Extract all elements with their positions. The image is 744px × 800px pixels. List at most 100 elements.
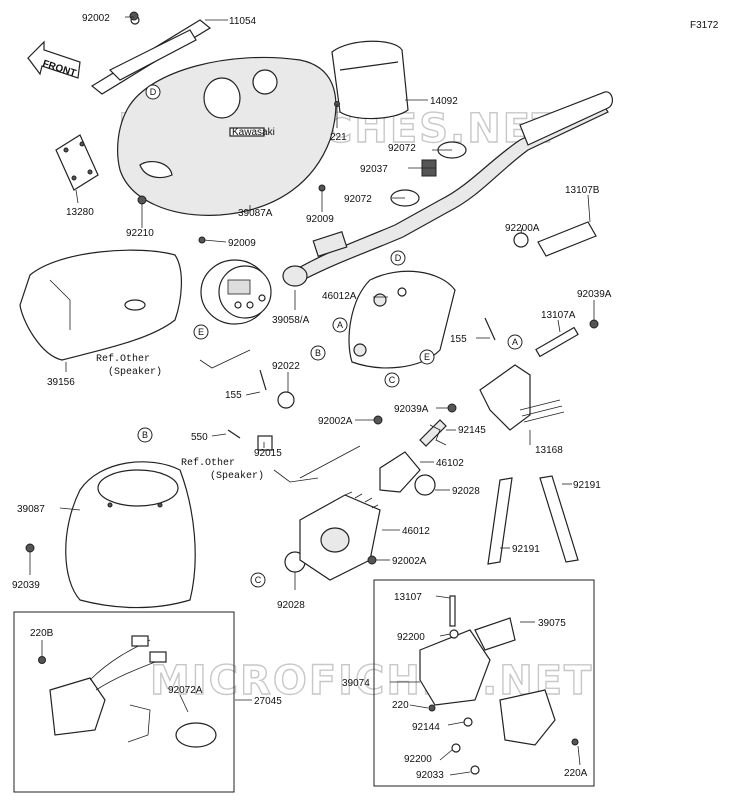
callout-B-cover: B bbox=[137, 427, 153, 443]
label-92002A-a: 92002A bbox=[318, 416, 353, 427]
callout-C-washer: C bbox=[250, 572, 266, 588]
switch-assembly-39074 bbox=[419, 595, 579, 775]
handlebar bbox=[282, 91, 614, 287]
label-13168: 13168 bbox=[535, 445, 563, 456]
label-155-b: 155 bbox=[225, 390, 242, 401]
callout-E-meter: E bbox=[193, 324, 209, 340]
svg-text:D: D bbox=[395, 253, 402, 263]
callout-E-housing: E bbox=[419, 349, 435, 365]
screw-155-b bbox=[259, 369, 267, 391]
washer-92022 bbox=[277, 391, 295, 409]
label-39058A: 39058/A bbox=[272, 315, 310, 326]
label-220B: 220B bbox=[30, 628, 54, 639]
meter-gauge bbox=[200, 259, 272, 325]
label-92191-left: 92191 bbox=[512, 544, 540, 555]
label-220: 220 bbox=[392, 700, 409, 711]
label-39074: 39074 bbox=[342, 678, 370, 689]
label-13107A: 13107A bbox=[541, 310, 576, 321]
svg-text:C: C bbox=[389, 375, 396, 385]
label-39156: 39156 bbox=[47, 377, 75, 388]
screw-92002A-b bbox=[367, 555, 377, 565]
label-39087A: 39087A bbox=[238, 208, 273, 219]
screw-92039 bbox=[25, 543, 35, 553]
label-92210: 92210 bbox=[126, 228, 154, 239]
svg-text:A: A bbox=[337, 320, 343, 330]
label-92200-a: 92200 bbox=[397, 632, 425, 643]
label-11054: 11054 bbox=[229, 16, 257, 27]
label-92002A-b: 92002A bbox=[392, 556, 427, 567]
figure-code: F3172 bbox=[690, 20, 719, 31]
label-550: 550 bbox=[191, 432, 208, 443]
label-46012A: 46012A bbox=[322, 291, 357, 302]
screw-92002 bbox=[129, 11, 139, 21]
label-92033: 92033 bbox=[416, 770, 444, 781]
label-14092: 14092 bbox=[430, 96, 458, 107]
screw-92039A-b bbox=[447, 403, 457, 413]
label-39075: 39075 bbox=[538, 618, 566, 629]
label-92072-b: 92072 bbox=[344, 194, 372, 205]
rod-speaker bbox=[299, 445, 361, 479]
label-speaker-top: (Speaker) bbox=[108, 366, 162, 378]
brand-on-cover: Kawasaki bbox=[232, 127, 275, 138]
svg-text:D: D bbox=[150, 87, 157, 97]
box-27045 bbox=[13, 611, 235, 793]
svg-text:A: A bbox=[512, 337, 518, 347]
screw-550 bbox=[227, 429, 241, 439]
screw-92002A-a bbox=[373, 415, 383, 425]
callout-D-upper: D bbox=[145, 84, 161, 100]
label-ref-other-top: Ref.Other bbox=[96, 353, 150, 365]
washer-92200A bbox=[513, 232, 529, 248]
label-92200-b: 92200 bbox=[404, 754, 432, 765]
leader-lines bbox=[29, 16, 595, 776]
upper-cover-39087A: Kawasaki bbox=[117, 56, 337, 216]
label-92039: 92039 bbox=[12, 580, 40, 591]
nut-92015 bbox=[257, 435, 273, 451]
label-92022: 92022 bbox=[272, 361, 300, 372]
svg-text:E: E bbox=[424, 352, 430, 362]
label-92002: 92002 bbox=[82, 13, 110, 24]
callout-D-housing: D bbox=[390, 250, 406, 266]
label-92072-a: 92072 bbox=[388, 143, 416, 154]
label-92144: 92144 bbox=[412, 722, 440, 733]
screw-155-a bbox=[484, 317, 496, 341]
label-92037: 92037 bbox=[360, 164, 388, 175]
screw-220B bbox=[38, 656, 46, 664]
label-speaker-mid: (Speaker) bbox=[210, 470, 264, 482]
svg-text:C: C bbox=[255, 575, 262, 585]
switch-harness-27045 bbox=[49, 635, 217, 748]
front-arrow-icon: FRONT bbox=[27, 40, 81, 79]
rod-92191-right bbox=[539, 475, 579, 563]
label-ref-other-mid: Ref.Other bbox=[181, 457, 235, 469]
label-92072A: 92072A bbox=[168, 685, 203, 696]
screw-92210 bbox=[137, 195, 147, 205]
pin-13107A bbox=[535, 326, 579, 358]
pin-13107B bbox=[537, 221, 597, 257]
callout-B-housing: B bbox=[310, 345, 326, 361]
callout-A-bracket: A bbox=[507, 334, 523, 350]
label-92200A: 92200A bbox=[505, 223, 540, 234]
callout-A-housing: A bbox=[332, 317, 348, 333]
label-92009-a: 92009 bbox=[306, 214, 334, 225]
label-92009-b: 92009 bbox=[228, 238, 256, 249]
label-92191-right: 92191 bbox=[573, 480, 601, 491]
label-13280: 13280 bbox=[66, 207, 94, 218]
label-46012: 46012 bbox=[402, 526, 430, 537]
rod-92191-left bbox=[487, 477, 513, 565]
screw-92039A-a bbox=[589, 319, 599, 329]
label-155-a: 155 bbox=[450, 334, 467, 345]
label-221: 221 bbox=[330, 132, 347, 143]
svg-text:B: B bbox=[142, 430, 148, 440]
switch-housing-46012 bbox=[299, 491, 381, 581]
panel-14092 bbox=[331, 40, 409, 120]
cover-39087 bbox=[65, 461, 196, 609]
box-39074 bbox=[373, 579, 595, 787]
label-92039A-a: 92039A bbox=[577, 289, 612, 300]
label-39087: 39087 bbox=[17, 504, 45, 515]
callout-C-housing: C bbox=[384, 372, 400, 388]
label-46102: 46102 bbox=[436, 458, 464, 469]
switch-46102 bbox=[379, 419, 447, 493]
label-27045: 27045 bbox=[254, 696, 282, 707]
svg-text:B: B bbox=[315, 348, 321, 358]
label-13107: 13107 bbox=[394, 592, 422, 603]
